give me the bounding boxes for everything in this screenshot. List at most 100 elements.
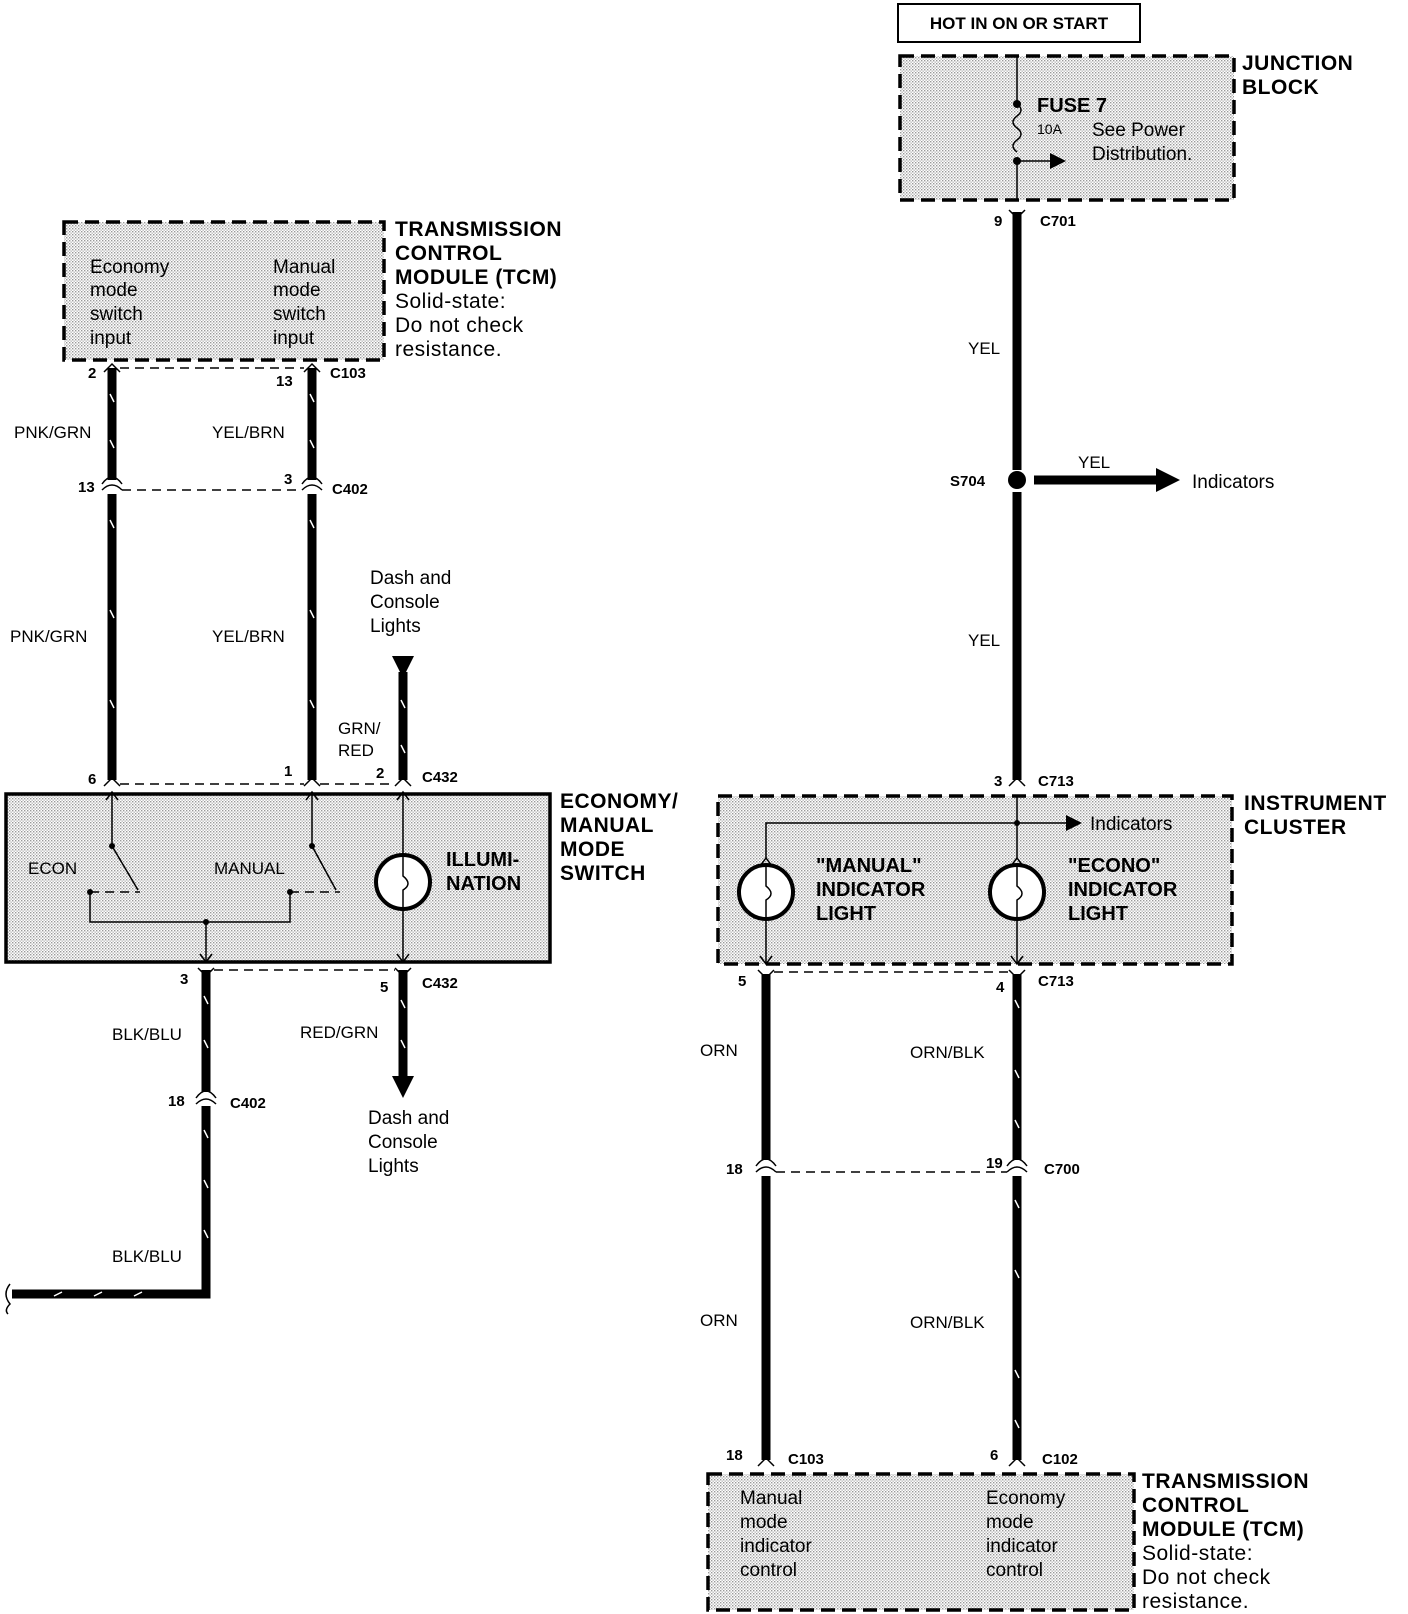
junction-block-title-2: BLOCK xyxy=(1242,76,1319,99)
tcm-top-left-3: switch xyxy=(90,304,143,325)
connector-c102: C102 xyxy=(1042,1451,1078,1468)
label-pnk-grn-2: PNK/GRN xyxy=(10,627,87,646)
switch-title-4: SWITCH xyxy=(560,862,646,885)
tcm-top-right-4: input xyxy=(273,328,315,349)
tcm-top-left-2: mode xyxy=(90,280,138,301)
label-blk-blu-1: BLK/BLU xyxy=(112,1025,182,1044)
tcm-bottom-left-3: indicator xyxy=(740,1536,812,1557)
label-yel-1: YEL xyxy=(968,339,1000,358)
label-grn-red-2: RED xyxy=(338,741,374,760)
label-orn-2: ORN xyxy=(700,1311,738,1330)
pin-6: 6 xyxy=(88,771,96,788)
tcm-bottom-right-1: Economy xyxy=(986,1488,1066,1509)
pin-13b: 13 xyxy=(78,479,95,496)
hot-label-box xyxy=(897,3,1141,43)
dash-lights-bottom-1: Dash and xyxy=(368,1108,449,1129)
fuse-icon xyxy=(1012,103,1022,153)
dash-lights-top-2: Console xyxy=(370,592,440,613)
connector-c701: C701 xyxy=(1040,213,1076,230)
tcm-bottom-left-2: mode xyxy=(740,1512,788,1533)
pin-3a: 3 xyxy=(284,471,292,488)
tcm-bottom-right-3: indicator xyxy=(986,1536,1058,1557)
manual-light-3: LIGHT xyxy=(816,903,876,925)
label-yel-brn-2: YEL/BRN xyxy=(212,627,285,646)
dash-lights-bottom-2: Console xyxy=(368,1132,438,1153)
junction-note-1: See Power xyxy=(1092,120,1186,141)
dash-lights-bottom-arrow-icon xyxy=(392,1076,414,1098)
label-orn-blk-2: ORN/BLK xyxy=(910,1313,985,1332)
switch-arrow-icon xyxy=(105,790,410,801)
label-orn-blk-1: ORN/BLK xyxy=(910,1043,985,1062)
connector-c432-bottom: C432 xyxy=(422,975,458,992)
label-blk-blu-2: BLK/BLU xyxy=(112,1247,182,1266)
tcm-bottom-title-4: Solid-state: xyxy=(1142,1542,1253,1565)
manual-light-1: "MANUAL" xyxy=(816,855,922,877)
cluster-title-2: CLUSTER xyxy=(1244,816,1347,839)
tcm-bottom-title-1: TRANSMISSION xyxy=(1142,1470,1309,1493)
illumination-label-1: ILLUMI- xyxy=(446,849,519,871)
manual-light-2: INDICATOR xyxy=(816,879,926,901)
connector-c103-top: C103 xyxy=(330,365,366,382)
cluster-indicators-arrow-icon xyxy=(1066,815,1082,831)
dash-lights-bottom-3: Lights xyxy=(368,1156,419,1177)
econo-light-3: LIGHT xyxy=(1068,903,1128,925)
label-red-grn: RED/GRN xyxy=(300,1023,378,1042)
cluster-indicators-label: Indicators xyxy=(1090,814,1172,835)
pin-6b: 6 xyxy=(990,1447,998,1464)
label-pnk-grn-1: PNK/GRN xyxy=(14,423,91,442)
pin-13a: 13 xyxy=(276,373,293,390)
tcm-bottom-title-5: Do not check xyxy=(1142,1566,1271,1589)
pin-5a: 5 xyxy=(380,979,388,996)
manual-label: MANUAL xyxy=(214,859,285,878)
dash-lights-top-1: Dash and xyxy=(370,568,451,589)
econo-light-2: INDICATOR xyxy=(1068,879,1178,901)
pin-4: 4 xyxy=(996,979,1005,996)
ground-continuation-icon xyxy=(5,1283,12,1315)
tcm-top-title-1: TRANSMISSION xyxy=(395,218,562,241)
junction-block-box xyxy=(898,54,1236,202)
pin-1: 1 xyxy=(284,763,292,780)
tcm-top-title-5: Do not check xyxy=(395,314,524,337)
connector-c713-top: C713 xyxy=(1038,773,1074,790)
cluster-title-1: INSTRUMENT xyxy=(1244,792,1387,815)
junction-block-title-1: JUNCTION xyxy=(1242,52,1353,75)
connector-c402-top: C402 xyxy=(332,481,368,498)
tcm-bottom-right-2: mode xyxy=(986,1512,1034,1533)
tcm-top-title-6: resistance. xyxy=(395,338,502,361)
pin-2b: 2 xyxy=(376,765,384,782)
tcm-bottom-left-1: Manual xyxy=(740,1488,802,1509)
illumination-label-2: NATION xyxy=(446,873,521,895)
tcm-bottom-right-4: control xyxy=(986,1560,1043,1581)
pin-18a: 18 xyxy=(168,1093,185,1110)
switch-title-1: ECONOMY/ xyxy=(560,790,678,813)
tcm-top-title-4: Solid-state: xyxy=(395,290,506,313)
tcm-bottom-box xyxy=(706,1472,1136,1612)
pin-5b: 5 xyxy=(738,973,746,990)
junction-note-2: Distribution. xyxy=(1092,144,1192,165)
tcm-top-right-1: Manual xyxy=(273,257,335,278)
tcm-top-box xyxy=(62,220,386,362)
power-distribution-arrow-icon xyxy=(1050,153,1066,169)
tcm-top-title-2: CONTROL xyxy=(395,242,502,265)
splice-s704: S704 xyxy=(950,473,986,490)
label-yel-3: YEL xyxy=(968,631,1000,650)
tcm-top-left-4: input xyxy=(90,328,132,349)
switch-title-3: MODE xyxy=(560,838,625,861)
connector-c700: C700 xyxy=(1044,1161,1080,1178)
fuse-rating: 10A xyxy=(1037,121,1063,137)
connector-c103-bottom: C103 xyxy=(788,1451,824,1468)
pin-9: 9 xyxy=(994,213,1002,230)
wire-blk-blu-lower xyxy=(12,1106,211,1299)
pin-18c: 18 xyxy=(726,1447,743,1464)
pin-19: 19 xyxy=(986,1155,1003,1172)
label-grn-red-1: GRN/ xyxy=(338,719,381,738)
tcm-bottom-title-3: MODULE (TCM) xyxy=(1142,1518,1304,1541)
hot-label: HOT IN ON OR START xyxy=(930,14,1109,33)
tcm-top-left-1: Economy xyxy=(90,257,170,278)
connector-c713-bottom: C713 xyxy=(1038,973,1074,990)
tcm-top-right-3: switch xyxy=(273,304,326,325)
econ-label: ECON xyxy=(28,859,77,878)
label-yel-2: YEL xyxy=(1078,453,1110,472)
connector-c432-top: C432 xyxy=(422,769,458,786)
